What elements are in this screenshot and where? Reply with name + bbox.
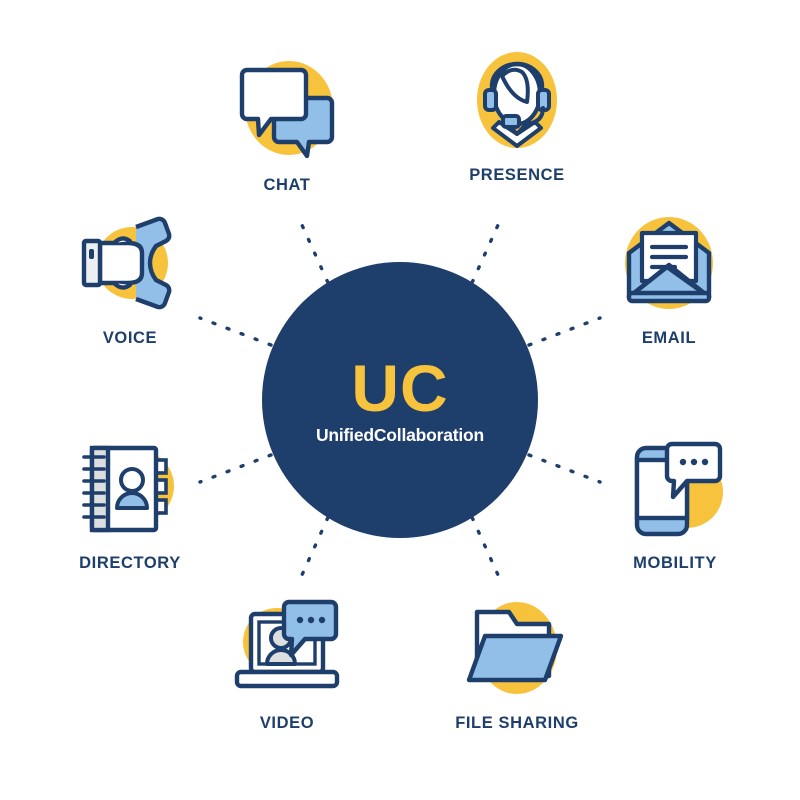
hub-acronym: UC [351,350,449,425]
address-book-icon [70,430,190,550]
node-directory[interactable]: DIRECTORY [50,430,210,573]
node-label-directory: DIRECTORY [79,554,181,572]
node-mobility[interactable]: MOBILITY [595,430,755,573]
connector-line-mobility [527,453,602,484]
handset-in-hand-icon [70,205,190,325]
connector-line-directory [198,453,273,484]
node-label-file-sharing: FILE SHARING [455,714,579,732]
node-file-sharing[interactable]: FILE SHARING [437,590,597,733]
node-voice[interactable]: VOICE [50,205,210,348]
node-label-mobility: MOBILITY [633,554,717,572]
node-label-voice: VOICE [102,329,158,347]
node-presence[interactable]: PRESENCE [437,42,597,185]
laptop-video-icon [227,590,347,710]
smartphone-chat-icon [615,430,735,550]
node-label-email: EMAIL [641,329,697,347]
node-email[interactable]: EMAIL [589,205,749,348]
connector-line-voice [198,316,273,347]
central-hub: UC UnifiedCollaboration [262,262,538,538]
hub-subtitle: UnifiedCollaboration [315,424,485,445]
headset-agent-icon [457,42,577,162]
open-folder-icon [457,590,577,710]
node-chat[interactable]: CHAT [207,52,367,195]
open-envelope-icon [609,205,729,325]
node-label-video: VIDEO [259,714,315,732]
node-label-presence: PRESENCE [469,166,565,184]
node-label-chat: CHAT [263,176,311,194]
node-video[interactable]: VIDEO [207,590,367,733]
chat-bubbles-icon [227,52,347,172]
